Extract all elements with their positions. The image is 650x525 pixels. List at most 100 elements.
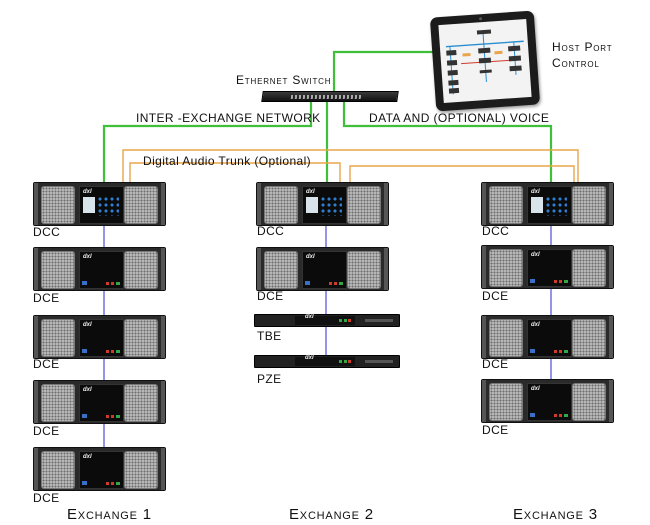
speaker-grille — [124, 384, 158, 422]
device-logo: dxl — [305, 314, 314, 320]
speaker-grille — [489, 186, 523, 224]
host-control-tablet — [429, 10, 541, 112]
device-logo: dxl — [83, 454, 92, 460]
unit-label: DCE — [482, 423, 509, 437]
unit-label: DCC — [482, 224, 510, 238]
speaker-grille — [347, 186, 381, 224]
speaker-grille — [572, 249, 606, 287]
speaker-grille — [124, 319, 158, 357]
unit-label: DCE — [482, 289, 509, 303]
lcd-display — [306, 197, 318, 213]
control-panel: dxl — [302, 251, 347, 289]
speaker-grille — [572, 383, 606, 421]
control-panel: dxl — [302, 186, 347, 224]
unit-label: DCE — [33, 291, 60, 305]
dcc-device: dxl — [33, 182, 166, 226]
unit-label: DCE — [257, 289, 284, 303]
control-panel: dxl — [79, 186, 124, 224]
audio-trunk-inner — [129, 162, 341, 182]
control-panel: dxl — [527, 383, 572, 421]
lcd-display — [83, 197, 95, 213]
device-logo: dxl — [306, 254, 315, 260]
speaker-grille — [124, 451, 158, 489]
inter-exchange-network-label: INTER -EXCHANGE NETWORK — [136, 111, 321, 125]
device-logo: dxl — [531, 252, 540, 258]
dcc-device: dxl — [481, 182, 614, 226]
unit-label: DCE — [482, 357, 509, 371]
speaker-grille — [41, 319, 75, 357]
speaker-grille — [41, 186, 75, 224]
device-logo: dxl — [531, 322, 540, 328]
speaker-grille — [489, 383, 523, 421]
lcd-display — [531, 197, 543, 213]
exchange-title: Exchange 3 — [513, 506, 598, 523]
speaker-grille — [347, 251, 381, 289]
ethernet-switch — [261, 91, 399, 102]
unit-label: DCC — [257, 224, 285, 238]
schematic-thumbnail — [445, 29, 524, 95]
control-label: Control — [552, 56, 600, 70]
host-port-label: Host Port — [552, 40, 613, 54]
keypad — [97, 196, 119, 216]
speaker-grille — [124, 186, 158, 224]
tbe-device: dxl — [254, 314, 400, 327]
dce-device: dxl — [481, 379, 614, 423]
network-line-exchange1 — [102, 102, 313, 182]
speaker-grille — [489, 249, 523, 287]
dce-device: dxl — [481, 245, 614, 289]
audio-trunk-right — [349, 165, 575, 182]
switch-ports — [290, 95, 362, 99]
control-panel: dxl — [79, 451, 124, 489]
camera-icon — [478, 17, 483, 21]
speaker-grille — [41, 384, 75, 422]
dcc-device: dxl — [256, 182, 389, 226]
device-logo: dxl — [531, 189, 540, 195]
device-logo: dxl — [305, 355, 314, 361]
speaker-grille — [124, 251, 158, 289]
dce-device: dxl — [256, 247, 389, 291]
device-logo: dxl — [83, 254, 92, 260]
speaker-grille — [264, 251, 298, 289]
keypad — [320, 196, 342, 216]
unit-label: DCC — [33, 225, 61, 239]
unit-label: DCE — [33, 491, 60, 505]
dce-device: dxl — [33, 247, 166, 291]
device-chain-lines — [103, 226, 552, 447]
control-panel: dxl — [527, 249, 572, 287]
ethernet-switch-label: Ethernet Switch — [236, 73, 332, 87]
unit-label: DCE — [33, 424, 60, 438]
control-panel: dxl — [527, 319, 572, 357]
data-voice-label: DATA AND (OPTIONAL) VOICE — [369, 111, 550, 125]
keypad — [545, 196, 567, 216]
device-faceplate — [295, 316, 355, 325]
control-panel: dxl — [79, 319, 124, 357]
dce-device: dxl — [33, 447, 166, 491]
device-logo: dxl — [83, 322, 92, 328]
pze-device: dxl — [254, 355, 400, 368]
tablet-screen — [438, 19, 532, 103]
dce-device: dxl — [481, 315, 614, 359]
device-logo: dxl — [531, 386, 540, 392]
speaker-grille — [264, 186, 298, 224]
device-logo: dxl — [306, 189, 315, 195]
speaker-grille — [572, 319, 606, 357]
exchange-title: Exchange 2 — [289, 506, 374, 523]
exchange-title: Exchange 1 — [67, 506, 152, 523]
ethernet-network-lines — [102, 50, 553, 182]
network-line-exchange3 — [342, 102, 553, 182]
control-panel: dxl — [79, 251, 124, 289]
audio-trunk-label: Digital Audio Trunk (Optional) — [143, 154, 312, 168]
network-line-host — [332, 50, 440, 91]
speaker-grille — [572, 186, 606, 224]
audio-trunk-lines — [122, 149, 579, 182]
device-logo: dxl — [83, 387, 92, 393]
dce-device: dxl — [33, 380, 166, 424]
dce-device: dxl — [33, 315, 166, 359]
speaker-grille — [41, 451, 75, 489]
speaker-grille — [41, 251, 75, 289]
unit-label: TBE — [257, 329, 282, 343]
unit-label: PZE — [257, 372, 282, 386]
unit-label: DCE — [33, 357, 60, 371]
